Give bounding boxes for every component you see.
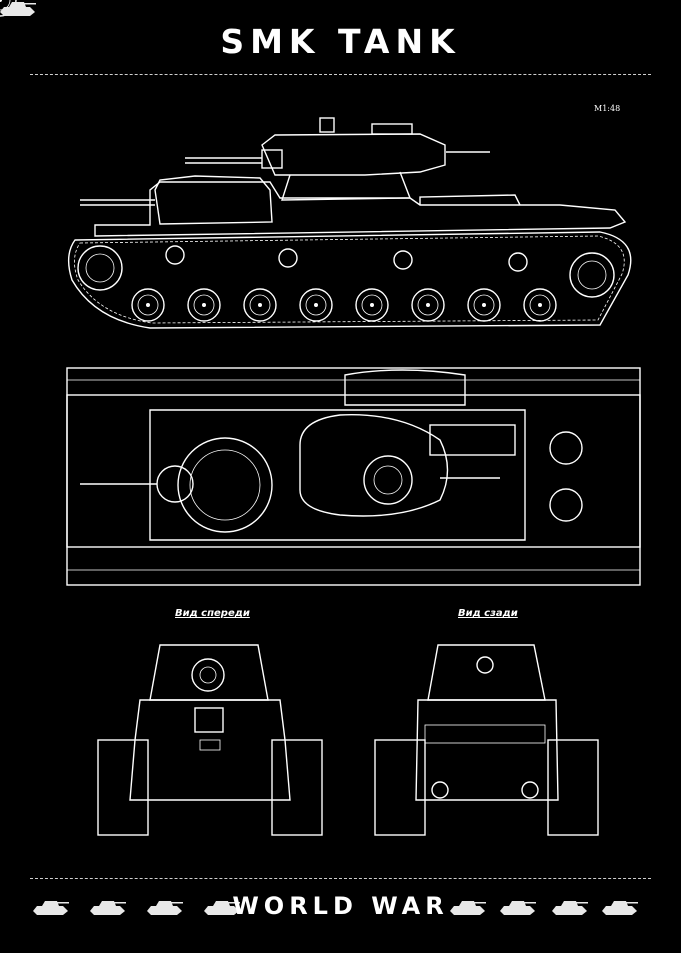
poster-title: SMK TANK	[220, 22, 461, 61]
bottom-divider	[30, 878, 651, 879]
rear-view-label: Вид сзади	[458, 608, 518, 619]
footer-title: WORLD WAR	[232, 892, 449, 920]
front-view-drawing	[97, 644, 323, 836]
top-view-drawing	[66, 367, 641, 586]
scale-label: M1:48	[594, 104, 621, 113]
side-view-drawing	[0, 0, 632, 329]
top-divider	[30, 74, 651, 75]
rear-view-drawing	[374, 644, 599, 836]
footer-tanks	[0, 2, 638, 915]
front-view-label: Вид спереди	[175, 608, 250, 619]
